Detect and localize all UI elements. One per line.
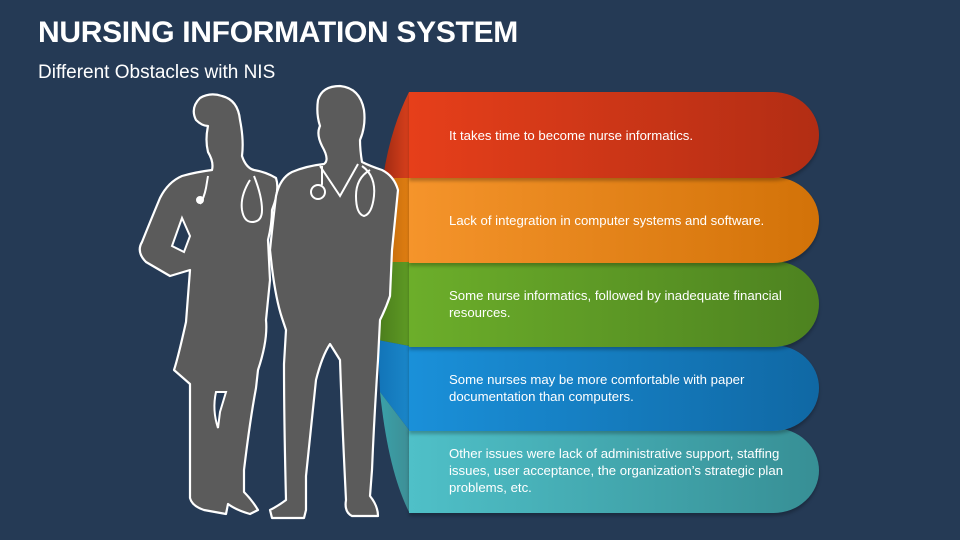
male-doctor-silhouette xyxy=(268,84,400,520)
obstacle-band-5: Other issues were lack of administrative… xyxy=(409,428,819,513)
obstacle-band-1: It takes time to become nurse informatic… xyxy=(409,92,819,178)
obstacle-text-3: Some nurse informatics, followed by inad… xyxy=(449,288,782,320)
obstacle-text-4: Some nurses may be more comfortable with… xyxy=(449,372,745,404)
fold-2 xyxy=(378,262,409,346)
obstacle-band-2: Lack of integration in computer systems … xyxy=(409,177,819,263)
page-subtitle: Different Obstacles with NIS xyxy=(38,62,276,83)
obstacle-text-1: It takes time to become nurse informatic… xyxy=(449,127,694,143)
fold-1 xyxy=(378,178,409,262)
fold-4 xyxy=(380,392,409,512)
obstacle-text-5: Other issues were lack of administrative… xyxy=(449,446,784,495)
page-title: NURSING INFORMATION SYSTEM xyxy=(38,16,518,49)
stethoscope-female xyxy=(199,175,264,224)
female-nurse-silhouette xyxy=(138,93,279,516)
fold-0 xyxy=(383,92,409,178)
obstacle-band-4: Some nurses may be more comfortable with… xyxy=(409,345,819,431)
stethoscope-male xyxy=(317,163,376,218)
fold-3 xyxy=(378,340,409,430)
arm-gap-female-lower xyxy=(213,391,228,429)
arm-gap-female xyxy=(170,215,192,254)
obstacle-band-3: Some nurse informatics, followed by inad… xyxy=(409,261,819,347)
obstacle-text-2: Lack of integration in computer systems … xyxy=(449,212,765,228)
